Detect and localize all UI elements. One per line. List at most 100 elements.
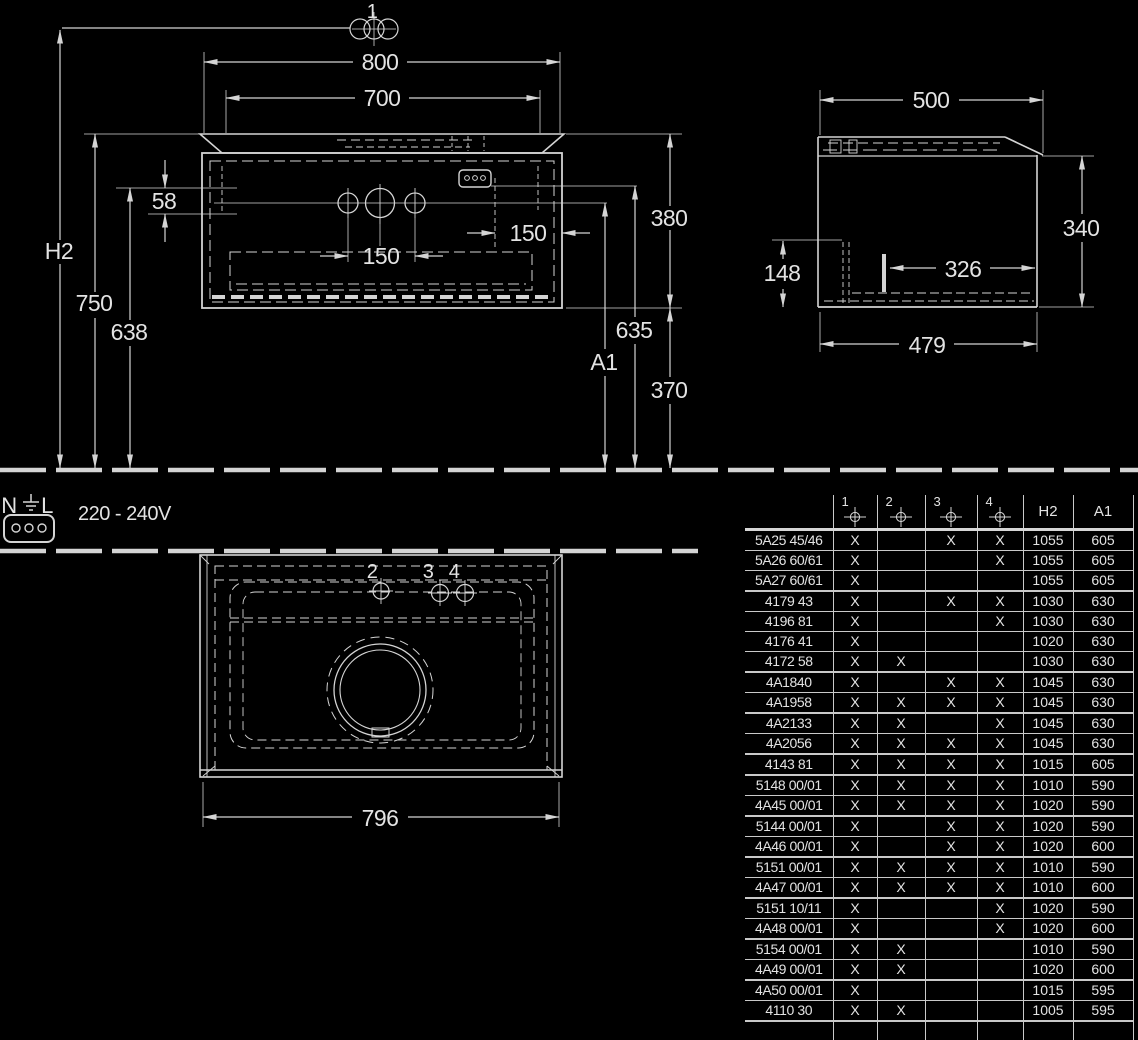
hole-mark-cell: X [876,1000,926,1022]
a1-cell: 630 [1072,631,1134,652]
hole-mark-cell [924,651,978,673]
hole-mark-cell [876,1020,926,1040]
item-label-1: 1 [367,1,378,23]
table-row [745,1020,1134,1040]
drill-hole-icon [890,507,912,527]
a1-cell: 590 [1072,938,1134,960]
a1-cell: 630 [1072,733,1134,755]
hole-mark-cell: X [832,938,878,960]
hole-mark-cell: X [976,918,1024,940]
a1-column-header: A1 [1072,495,1134,531]
hole-mark-cell: X [976,529,1024,551]
electrical-connection [3,494,55,543]
model-cell: 4172 58 [745,651,834,673]
hole-mark-cell [924,570,978,592]
item-label-2: 2 [367,561,378,583]
a1-cell: 590 [1072,856,1134,878]
dim-label-150-left: 150 [363,243,400,269]
dim-label-h2: H2 [45,238,73,264]
h2-cell: 1045 [1022,692,1074,714]
hole-mark-cell: X [924,877,978,899]
model-cell: 5A26 60/61 [745,550,834,571]
hole-mark-cell: X [832,1000,878,1022]
hole-mark-cell [924,979,978,1001]
hole-mark-cell: X [976,733,1024,755]
item-label-3: 3 [423,561,434,583]
hole-mark-cell: X [832,550,878,571]
hole-mark-cell: X [976,815,1024,837]
h2-cell: 1015 [1022,753,1074,776]
item-label-4: 4 [449,561,460,583]
hole-mark-cell: X [976,550,1024,571]
model-cell: 4A45 00/01 [745,795,834,817]
hole-mark-cell: X [832,959,878,981]
a1-cell: 600 [1072,959,1134,981]
hole-mark-cell [876,671,926,693]
hole-mark-cell: X [976,692,1024,714]
hole-mark-cell: X [976,671,1024,693]
hole-mark-cell [924,897,978,919]
h2-column-header: H2 [1022,495,1074,531]
neutral-label: N [1,493,16,518]
hole-column-number: 3 [933,495,941,509]
hole-mark-cell [924,918,978,940]
hole-mark-cell [976,631,1024,652]
hole-mark-cell: X [832,836,878,858]
a1-cell [1072,1020,1134,1040]
line-label: L [41,493,53,518]
dim-label-340: 340 [1063,215,1100,241]
hole-mark-cell [832,1020,878,1040]
model-cell: 5151 00/01 [745,856,834,878]
dim-label-370: 370 [651,377,688,403]
hole-mark-cell: X [832,979,878,1001]
hole-mark-cell: X [976,897,1024,919]
h2-cell [1022,1020,1074,1040]
hole-mark-cell [876,815,926,837]
h2-cell: 1020 [1022,959,1074,981]
hole-mark-cell: X [876,692,926,714]
hole-mark-cell: X [924,529,978,551]
hole-mark-cell [976,1020,1024,1040]
hole-mark-cell: X [832,611,878,632]
hole-mark-cell: X [876,877,926,899]
a1-cell: 595 [1072,1000,1134,1022]
hole-mark-cell: X [832,815,878,837]
hole-mark-cell [876,836,926,858]
h2-cell: 1015 [1022,979,1074,1001]
hole-mark-cell: X [832,570,878,592]
hole-mark-cell [924,959,978,981]
hole-mark-cell: X [832,671,878,693]
dim-label-750: 750 [76,290,113,316]
model-cell: 5154 00/01 [745,938,834,960]
side-view [772,90,1094,352]
model-cell: 4179 43 [745,590,834,612]
drain-hole [326,636,434,744]
hole-mark-cell: X [876,938,926,960]
hole-mark-cell [976,938,1024,960]
hole-mark-cell [924,938,978,960]
model-cell: 4A47 00/01 [745,877,834,899]
dim-label-a1: A1 [590,349,617,375]
h2-cell: 1055 [1022,529,1074,551]
h2-cell: 1045 [1022,733,1074,755]
h2-cell: 1010 [1022,938,1074,960]
h2-cell: 1010 [1022,856,1074,878]
hole-mark-cell [924,1020,978,1040]
hole-mark-cell: X [876,753,926,776]
hole-mark-cell [976,1000,1024,1022]
model-column-header [745,495,834,531]
hole-mark-cell [876,918,926,940]
